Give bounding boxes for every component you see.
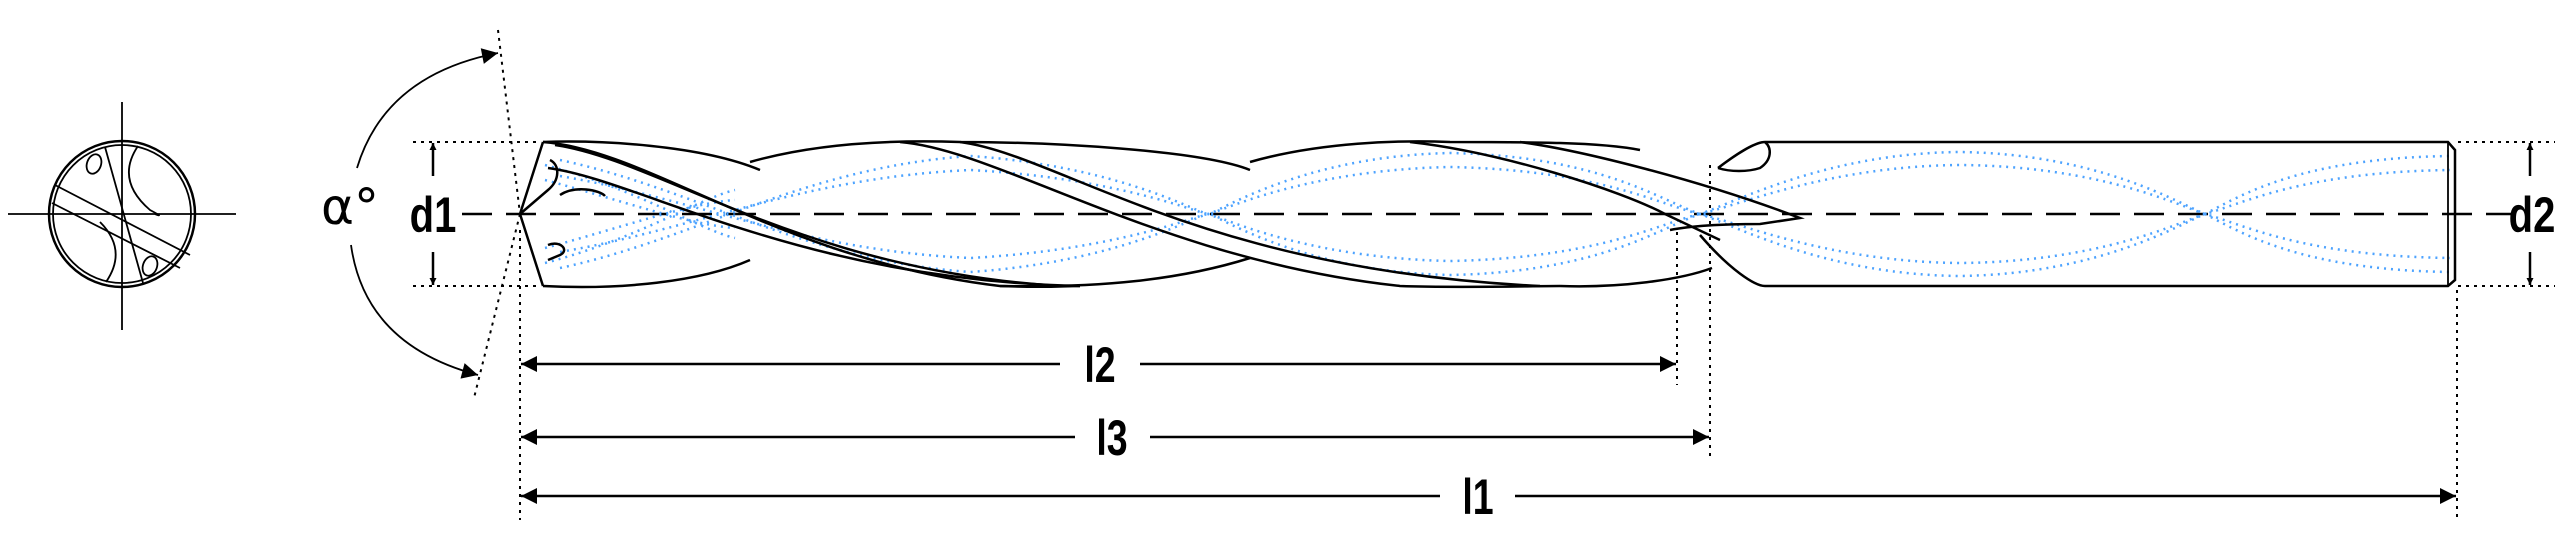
drill-point: [518, 141, 545, 287]
flute-edge: [999, 256, 1251, 288]
angle-label: α°: [321, 178, 379, 236]
d2-label: d2: [2509, 187, 2556, 243]
flute-edge: [749, 140, 1251, 172]
l1-label: l1: [1462, 470, 1493, 525]
end-view-inner-circle: [52, 144, 192, 284]
d2-dimension: d2: [2458, 141, 2556, 287]
flute-edge: [1519, 140, 1805, 232]
drill-fluted-body: [518, 140, 1805, 289]
angle-reference-line-bottom: [473, 213, 521, 399]
d1-label: d1: [410, 187, 457, 243]
end-view-web: [51, 184, 191, 269]
flute-edge: [959, 140, 1541, 288]
drill-point-lips: [519, 158, 606, 262]
l3-label: l3: [1096, 411, 1127, 466]
d1-dimension: d1: [410, 141, 540, 287]
l2-dimension: l2: [521, 338, 1676, 393]
end-view: [8, 102, 236, 330]
point-angle-dimension: α°: [321, 29, 521, 399]
coolant-channel-path: [544, 163, 736, 240]
flute-edge: [542, 258, 751, 289]
angle-reference-line-top: [497, 29, 521, 215]
coolant-hole-icon: [85, 153, 103, 175]
coolant-hole-icon: [141, 255, 159, 277]
coolant-channels: [544, 150, 2451, 278]
coolant-channel-path: [559, 165, 2451, 265]
flute-edge: [547, 166, 1081, 288]
shank-outline: [1699, 140, 2457, 288]
coolant-channel-path: [559, 163, 2451, 263]
drill-shank: [1699, 140, 2457, 288]
end-view-flute-top: [128, 145, 160, 217]
flute-edge: [1559, 266, 1713, 288]
angle-arc-bottom: [350, 244, 479, 379]
flute-edge: [1409, 140, 1721, 242]
flute-edge: [899, 140, 1561, 289]
flute-edge: [554, 143, 1061, 288]
end-view-chisel: [104, 146, 144, 284]
coolant-channel-path: [544, 188, 736, 265]
l1-dimension: l1: [521, 470, 2456, 525]
l3-dimension: l3: [521, 411, 1709, 466]
flute-edge: [1249, 140, 1641, 164]
l2-label: l2: [1084, 338, 1115, 393]
end-view-flute-bottom: [99, 221, 117, 283]
shank-neck: [1717, 141, 1771, 173]
end-view-outer-circle: [47, 139, 197, 289]
flute-edge: [542, 140, 761, 172]
angle-arc-top: [356, 48, 499, 169]
